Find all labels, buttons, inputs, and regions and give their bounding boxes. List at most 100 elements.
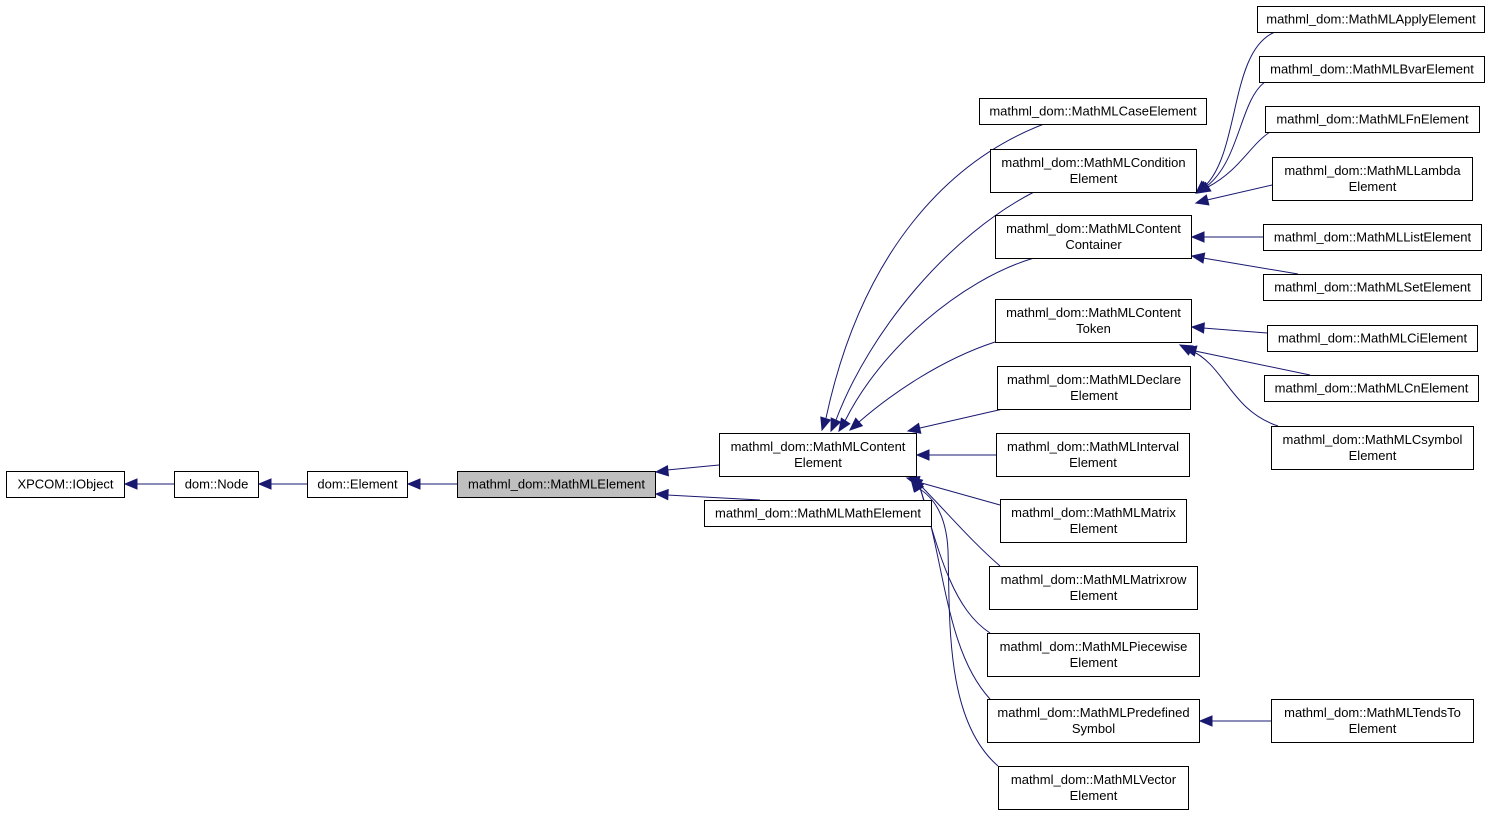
- edge-dom_element-to-dom_node: [257, 478, 307, 490]
- class-box: [989, 566, 1198, 610]
- edge-line: [844, 257, 1035, 422]
- class-box: [1265, 106, 1480, 133]
- edge-line: [825, 123, 1045, 419]
- class-label-line: mathml_dom::MathMLElement: [468, 477, 645, 492]
- edge-tendsto_element-to-predefined_symbol: [1198, 715, 1271, 727]
- class-label-line: mathml_dom::MathMLContent: [731, 439, 906, 454]
- class-node-math-element[interactable]: mathml_dom::MathMLMathElement: [704, 500, 932, 527]
- class-node-dom-element[interactable]: dom::Element: [307, 471, 408, 498]
- edge-content_element-to-mathml_element: [654, 464, 720, 477]
- edge-line: [858, 341, 996, 423]
- class-node-list-element[interactable]: mathml_dom::MathMLListElement: [1263, 224, 1482, 251]
- class-label-line: mathml_dom::MathMLContent: [1006, 305, 1181, 320]
- class-node-dom-node[interactable]: dom::Node: [174, 471, 259, 498]
- edge-line: [666, 494, 761, 501]
- class-box: [1271, 699, 1474, 743]
- class-label-line: Element: [1069, 455, 1117, 470]
- class-node-cn-element[interactable]: mathml_dom::MathMLCnElement: [1264, 375, 1479, 402]
- class-label-line: mathml_dom::MathMLPredefined: [997, 705, 1189, 720]
- arrowhead-icon: [1190, 231, 1205, 243]
- class-label-line: mathml_dom::MathMLListElement: [1274, 230, 1472, 245]
- edge-ci_element-to-content_token: [1190, 322, 1268, 334]
- edge-condition_element-to-content_element: [830, 191, 1035, 433]
- arrowhead-icon: [906, 422, 922, 434]
- edge-line: [917, 487, 999, 767]
- class-label-line: mathml_dom::MathMLCiElement: [1278, 331, 1468, 346]
- class-node-bvar-element[interactable]: mathml_dom::MathMLBvarElement: [1259, 56, 1485, 83]
- edge-vector_element-to-content_element: [910, 477, 999, 767]
- edge-line: [666, 464, 720, 471]
- edge-declare_element-to-content_element: [906, 408, 1004, 434]
- arrowhead-icon: [1178, 344, 1194, 356]
- edge-line: [1202, 327, 1268, 334]
- class-label-line: Container: [1065, 237, 1122, 252]
- arrowhead-icon: [654, 465, 670, 477]
- arrowhead-icon: [1190, 322, 1205, 334]
- class-label-line: mathml_dom::MathMLCaseElement: [989, 104, 1197, 119]
- class-node-xpcom-iobject[interactable]: XPCOM::IObject: [6, 471, 125, 498]
- class-node-set-element[interactable]: mathml_dom::MathMLSetElement: [1263, 274, 1482, 301]
- edge-line: [1202, 257, 1299, 275]
- class-node-ci-element[interactable]: mathml_dom::MathMLCiElement: [1267, 325, 1478, 352]
- edge-line: [917, 481, 1001, 506]
- class-label-line: mathml_dom::MathMLLambda: [1284, 163, 1461, 178]
- class-label-line: mathml_dom::MathMLPiecewise: [1000, 639, 1188, 654]
- class-label-line: Element: [1349, 721, 1397, 736]
- arrowhead-icon: [849, 417, 864, 431]
- arrowhead-icon: [838, 417, 851, 433]
- class-label-line: mathml_dom::MathMLInterval: [1007, 439, 1179, 454]
- class-node-mathml-element[interactable]: mathml_dom::MathMLElement: [457, 471, 656, 498]
- class-label-line: mathml_dom::MathMLCnElement: [1275, 381, 1469, 396]
- class-label-line: Element: [1070, 588, 1118, 603]
- arrowhead-icon: [1190, 252, 1206, 264]
- class-box: [990, 149, 1197, 193]
- class-node-apply-element[interactable]: mathml_dom::MathMLApplyElement: [1257, 6, 1485, 33]
- edge-list_element-to-content_container: [1190, 231, 1263, 243]
- class-box: [1259, 56, 1485, 83]
- class-label-line: mathml_dom::MathMLMathElement: [715, 506, 921, 521]
- class-label-line: Element: [1070, 388, 1118, 403]
- class-label-line: Element: [1070, 171, 1118, 186]
- edge-line: [1194, 350, 1311, 376]
- class-box: [1272, 157, 1473, 201]
- class-box: [987, 699, 1200, 743]
- class-box: [996, 433, 1190, 477]
- edge-line: [1205, 31, 1276, 186]
- arrowhead-icon: [1198, 715, 1213, 727]
- edge-lambda_element-to-content_container: [1194, 184, 1273, 206]
- class-node-fn-element[interactable]: mathml_dom::MathMLFnElement: [1265, 106, 1480, 133]
- class-box: [1264, 375, 1479, 402]
- arrowhead-icon: [123, 478, 138, 490]
- edge-content_token-to-content_element: [849, 341, 996, 431]
- class-label-line: Symbol: [1072, 721, 1115, 736]
- arrowhead-icon: [1194, 194, 1210, 206]
- class-label-line: dom::Node: [185, 477, 249, 492]
- class-box: [1267, 325, 1478, 352]
- arrowhead-icon: [654, 488, 669, 501]
- arrowhead-icon: [406, 478, 421, 490]
- arrowhead-icon: [820, 416, 832, 432]
- class-label-line: XPCOM::IObject: [17, 477, 113, 492]
- edge-fn_element-to-content_container: [1196, 131, 1271, 194]
- class-label-line: mathml_dom::MathMLTendsTo: [1284, 705, 1461, 720]
- edge-dom_node-to-xpcom_iobject: [123, 478, 174, 490]
- class-box: [6, 471, 125, 498]
- class-node-case-element[interactable]: mathml_dom::MathMLCaseElement: [979, 98, 1207, 125]
- class-label-line: mathml_dom::MathMLContent: [1006, 221, 1181, 236]
